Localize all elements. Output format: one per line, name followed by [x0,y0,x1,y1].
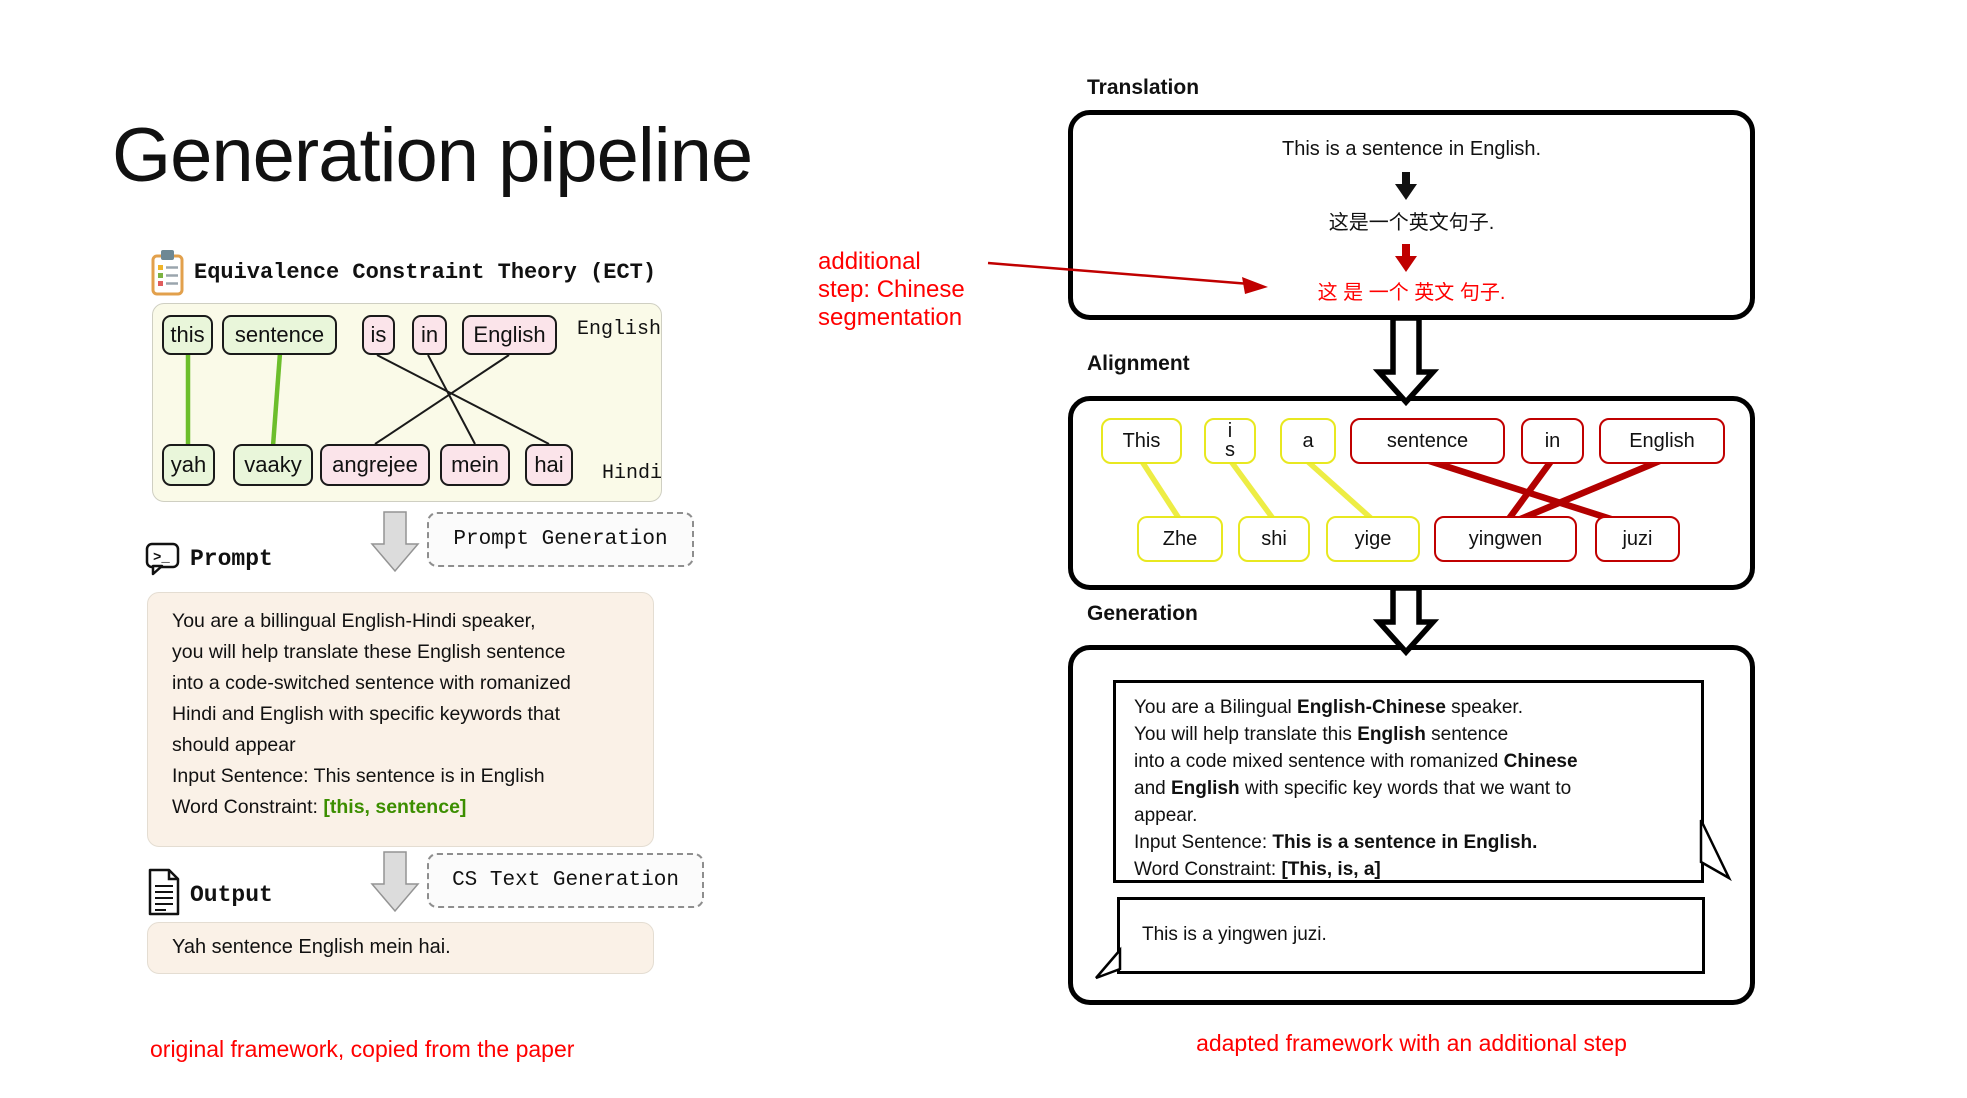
rich-line: into a code mixed sentence with romanize… [1134,751,1578,772]
rich-line: You are a Bilingual English-Chinese spea… [1134,697,1523,718]
word-constraint-line: Word Constraint: [this, sentence] [172,792,571,823]
prompt-section-heading: Prompt [190,546,273,572]
ect-word-hai: hai [525,444,573,486]
prompt-line: should appear [172,734,296,756]
clipboard-icon [151,250,184,296]
ect-language-bottom-label: Hindi [602,462,663,485]
rich-line: You will help translate this English sen… [1134,724,1509,745]
ect-word-vaaky: vaaky [233,444,313,486]
rich-line: and English with specific key words that… [1134,778,1572,799]
ect-language-top-label: English [577,318,662,341]
terminal-prompt-icon: >_ [145,542,180,576]
ect-word-sentence: sentence [222,315,337,355]
cs-text-generation-step-box: CS Text Generation [427,853,704,908]
align-word-this: This [1101,418,1182,464]
align-word-juzi: juzi [1595,516,1680,562]
right-caption: adapted framework with an additional ste… [1196,1030,1627,1056]
align-word-zhe: Zhe [1137,516,1223,562]
prompt-line: You are a billingual English-Hindi speak… [172,610,536,632]
down-arrow-alignment-generation [1372,585,1440,657]
left-caption: original framework, copied from the pape… [150,1036,575,1062]
translation-chinese-text: 这是一个英文句子. [1328,212,1495,234]
generation-label: Generation [1087,602,1198,625]
ect-word-angrejee: angrejee [320,444,430,486]
translation-label: Translation [1087,76,1200,99]
ect-word-this: this [162,315,213,355]
down-arrow-translation-alignment [1372,315,1440,407]
ect-word-is: is [362,315,395,355]
translation-english-text: This is a sentence in English. [1281,138,1542,160]
word-constraint-value: [this, sentence] [323,796,467,818]
align-word-yige: yige [1326,516,1420,562]
word-constraint-label: Word Constraint: [172,796,324,818]
generation-response-bubble: This is a yingwen juzi. [1117,897,1705,974]
translation-box [1068,110,1755,320]
align-word-a: a [1280,418,1336,464]
generation-prompt-text: You are a Bilingual English-Chinese spea… [1116,683,1701,883]
output-box [147,922,654,974]
page-title: Generation pipeline [112,113,753,198]
ect-title: Equivalence Constraint Theory (ECT) [194,260,657,285]
prompt-line: Hindi and English with specific keywords… [172,703,561,725]
ect-word-mein: mein [440,444,510,486]
translation-chinese-segmented-text: 这 是 一个 英文 句子. [1317,282,1506,304]
prompt-generation-step-box: Prompt Generation [427,512,694,567]
rich-line: Input Sentence: This is a sentence in En… [1134,832,1538,853]
document-icon [148,868,180,916]
generation-prompt-bubble: You are a Bilingual English-Chinese spea… [1113,680,1704,883]
prompt-box [147,592,654,847]
prompt-line: you will help translate these English se… [172,641,566,663]
align-word-in: in [1521,418,1584,464]
ect-word-english: English [462,315,557,355]
rich-line: appear. [1134,805,1198,826]
generation-response-text: This is a yingwen juzi. [1142,924,1327,945]
alignment-label: Alignment [1087,352,1190,375]
ect-word-yah: yah [162,444,215,486]
align-word-shi: shi [1238,516,1310,562]
prompt-text: You are a billingual English-Hindi speak… [172,606,571,823]
output-text: Yah sentence English mein hai. [172,936,451,958]
rich-line: Word Constraint: [This, is, a] [1134,859,1381,880]
additional-step-annotation: additional step: Chinese segmentation [818,248,965,331]
svg-text:>_: >_ [153,550,170,566]
align-word-yingwen: yingwen [1434,516,1577,562]
prompt-line: into a code-switched sentence with roman… [172,672,571,694]
align-word-is: i s [1204,418,1256,464]
ect-word-in: in [412,315,447,355]
align-word-english: English [1599,418,1725,464]
output-section-heading: Output [190,882,273,908]
prompt-line: Input Sentence: This sentence is in Engl… [172,765,545,787]
align-word-sentence: sentence [1350,418,1505,464]
